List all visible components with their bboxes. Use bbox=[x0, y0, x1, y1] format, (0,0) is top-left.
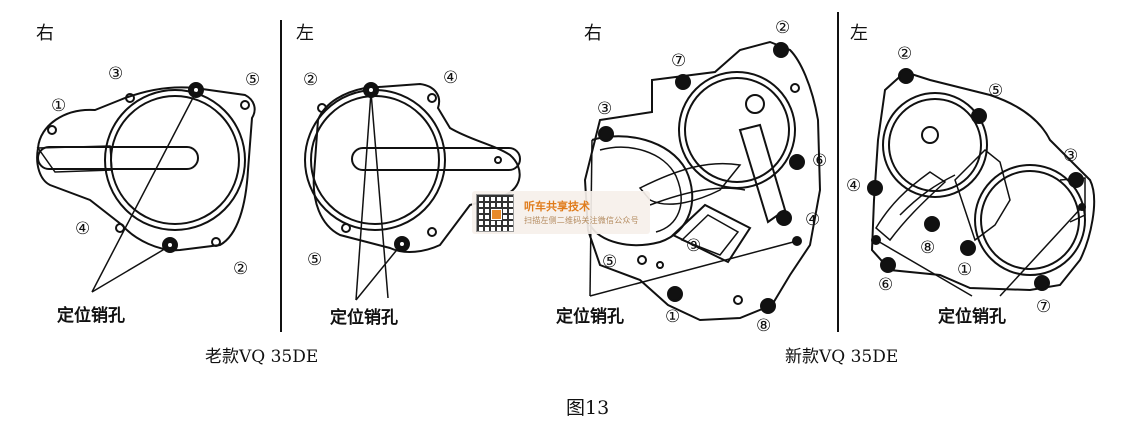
new-right-num-4: ④ bbox=[805, 210, 821, 230]
old-left-cover bbox=[304, 82, 521, 301]
new-right-num-6: ⑥ bbox=[812, 151, 828, 171]
new-model-caption: 新款VQ 35DE bbox=[785, 347, 899, 367]
new-left-num-5: ⑤ bbox=[988, 81, 1004, 101]
new-left-num-8: ⑧ bbox=[920, 238, 936, 258]
old-right-num-3: ③ bbox=[108, 64, 124, 84]
new-right-pin-label: 定位销孔 bbox=[556, 307, 624, 327]
qr-code-icon bbox=[476, 194, 514, 232]
old-left-pin-label: 定位销孔 bbox=[330, 308, 398, 328]
new-right-side-label: 右 bbox=[584, 23, 602, 44]
new-right-num-1: ① bbox=[665, 307, 681, 327]
old-right-num-1: ① bbox=[51, 96, 67, 116]
new-right-num-2: ② bbox=[775, 18, 791, 38]
old-left-num-4: ④ bbox=[443, 68, 459, 88]
old-right-side-label: 右 bbox=[36, 23, 54, 44]
new-left-num-7: ⑦ bbox=[1036, 297, 1052, 317]
new-right-num-7: ⑦ bbox=[671, 51, 687, 71]
new-right-num-3: ③ bbox=[597, 99, 613, 119]
new-right-num-5: ⑤ bbox=[602, 252, 618, 272]
old-left-side-label: 左 bbox=[296, 23, 314, 44]
new-left-num-6: ⑥ bbox=[878, 275, 894, 295]
old-model-caption: 老款VQ 35DE bbox=[205, 347, 319, 367]
new-left-num-2: ② bbox=[897, 44, 913, 64]
new-left-num-3: ③ bbox=[1063, 146, 1079, 166]
new-right-cover bbox=[583, 40, 822, 322]
new-right-num-8: ⑧ bbox=[756, 316, 772, 336]
watermark-banner: 听车共享技术 扫描左侧二维码关注微信公众号 bbox=[472, 191, 650, 234]
new-left-num-1: ① bbox=[957, 260, 973, 280]
new-right-num-9: ⑨ bbox=[686, 236, 702, 256]
new-left-num-4: ④ bbox=[846, 176, 862, 196]
watermark-subtitle: 扫描左侧二维码关注微信公众号 bbox=[524, 216, 639, 225]
old-left-num-2: ② bbox=[303, 70, 319, 90]
old-right-cover bbox=[36, 82, 256, 293]
old-right-num-5: ⑤ bbox=[245, 70, 261, 90]
old-right-pin-label: 定位销孔 bbox=[57, 306, 125, 326]
new-left-side-label: 左 bbox=[850, 23, 868, 44]
new-left-pin-label: 定位销孔 bbox=[938, 307, 1006, 327]
old-right-num-4: ④ bbox=[75, 219, 91, 239]
old-left-num-5: ⑤ bbox=[307, 250, 323, 270]
figure-label: 图13 bbox=[566, 397, 610, 419]
old-right-num-2: ② bbox=[233, 259, 249, 279]
new-left-cover bbox=[867, 68, 1096, 297]
watermark-title: 听车共享技术 bbox=[524, 200, 590, 213]
